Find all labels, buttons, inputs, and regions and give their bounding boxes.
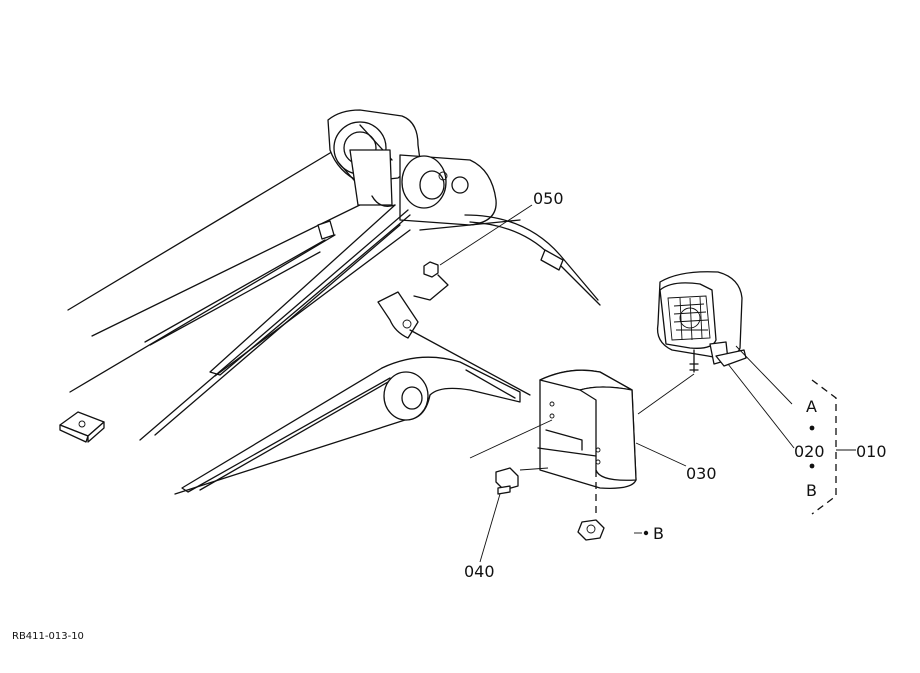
callout-030: 030 <box>686 464 717 483</box>
upper-arm <box>139 204 601 441</box>
callout-040: 040 <box>464 562 495 581</box>
boom-pivot-housing <box>327 109 497 226</box>
callout-010: 010 <box>856 442 887 461</box>
drawing-ref-code: RB411-013-10 <box>12 631 84 642</box>
work-light-010 <box>637 271 795 449</box>
nut-part <box>577 470 605 541</box>
connection-label-a: A <box>806 397 817 416</box>
lower-mount-arm <box>174 356 521 495</box>
leader-030 <box>635 442 687 467</box>
spacer-block <box>59 411 105 443</box>
connection-label-b-bottom: B <box>806 481 817 500</box>
connection-label-b-mid: B <box>653 524 664 543</box>
connector-detail <box>634 379 856 536</box>
light-guard-030 <box>537 369 637 489</box>
callout-020: 020 <box>794 442 825 461</box>
bolt-040 <box>469 419 553 563</box>
lower-boom-arm <box>67 149 371 393</box>
callout-050: 050 <box>533 189 564 208</box>
bracket-050 <box>377 204 533 396</box>
